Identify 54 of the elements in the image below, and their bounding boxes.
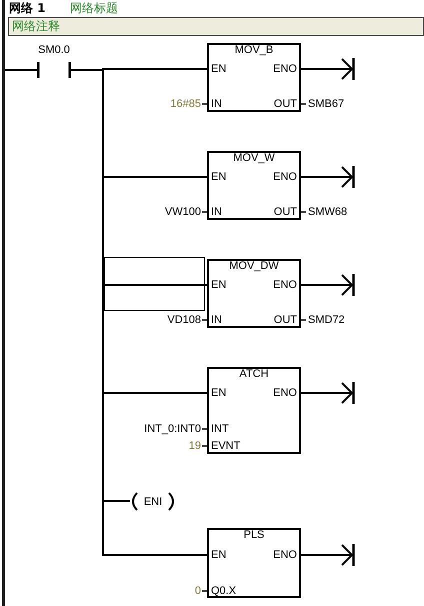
pin-label: OUT [274, 314, 297, 326]
function-block [207, 151, 301, 220]
arrow [301, 164, 355, 190]
connector-line [5, 69, 37, 71]
arrow [301, 272, 355, 298]
block-name: ATCH [239, 368, 269, 380]
block-name: MOV_DW [229, 260, 279, 272]
operand-label: VD108 [167, 314, 201, 326]
pin-label: ENO [273, 387, 297, 399]
function-block [207, 528, 301, 598]
function-block [207, 259, 301, 328]
coil-symbol [130, 491, 176, 512]
operand-label: SMW68 [308, 206, 348, 218]
pin-label: ENO [273, 549, 297, 561]
operand-label: VW100 [164, 206, 201, 218]
pin-label: IN [211, 314, 222, 326]
pin-label: OUT [274, 98, 297, 110]
pin-label: EN [211, 387, 226, 399]
pin-label: IN [211, 206, 222, 218]
pin-label: EN [211, 549, 226, 561]
power-rail [2, 0, 5, 606]
pin-label: INT [211, 423, 229, 435]
arrow [301, 380, 355, 406]
function-block [207, 367, 301, 454]
operand-label: 16#85 [170, 98, 201, 110]
network-title: 网络标题 [70, 1, 118, 16]
arrow [301, 542, 355, 568]
pin-label: EN [211, 171, 226, 183]
coil-label: ENI [144, 496, 162, 508]
operand-label: INT_0:INT0 [144, 423, 201, 435]
pin-label: EN [211, 279, 226, 291]
pin-label: EVNT [211, 440, 240, 452]
comment-bar [8, 17, 424, 36]
pin-label: Q0.X [211, 585, 236, 597]
operand-label: SMD72 [308, 314, 345, 326]
comment-text: 网络注释 [12, 19, 60, 34]
pin-label: IN [211, 98, 222, 110]
operand-label: 0 [194, 585, 201, 597]
block-name: MOV_B [234, 44, 274, 56]
function-block [207, 43, 301, 112]
pin-label: ENO [273, 63, 297, 75]
arrow [301, 56, 355, 82]
connector-line [71, 69, 207, 556]
block-name: MOV_W [233, 152, 275, 164]
operand-label: SMB67 [308, 98, 344, 110]
contact-label: SM0.0 [38, 44, 70, 56]
pin-label: ENO [273, 171, 297, 183]
pin-label: EN [211, 63, 226, 75]
block-name: PLS [244, 529, 264, 541]
network-number: 网络 1 [9, 1, 46, 16]
contact-symbol [37, 43, 71, 79]
pin-label: ENO [273, 279, 297, 291]
operand-label: 19 [188, 440, 201, 452]
pin-label: OUT [274, 206, 297, 218]
